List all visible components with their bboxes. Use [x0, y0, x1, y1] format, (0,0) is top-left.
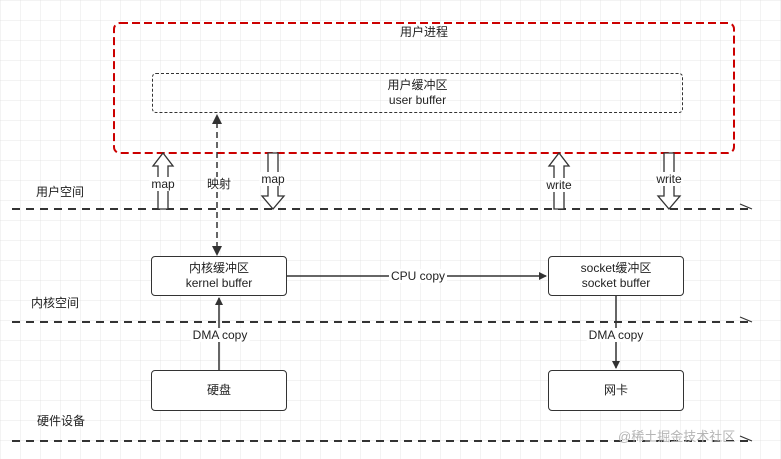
dma-copy-right-label: DMA copy: [586, 328, 646, 342]
write-up-label: write: [544, 178, 574, 192]
user-buffer-label-cn: 用户缓冲区: [387, 78, 448, 92]
disk-label: 硬盘: [206, 383, 231, 397]
cpu-copy-label: CPU copy: [388, 269, 448, 283]
socket-buffer-label-cn: socket缓冲区: [580, 261, 652, 275]
hardware-label: 硬件设备: [37, 414, 86, 428]
user-process-border: [113, 22, 735, 154]
hardware-divider: [12, 435, 753, 442]
user-space-divider: [12, 203, 753, 210]
user-process-title: 用户进程: [399, 25, 449, 39]
user-space-label: 用户空间: [36, 185, 85, 199]
kernel-space-divider: [12, 316, 753, 323]
kernel-buffer-label-en: kernel buffer: [185, 276, 253, 290]
map-up-label: map: [149, 177, 177, 191]
disk-box: 硬盘: [151, 370, 287, 411]
kernel-space-label: 内核空间: [31, 296, 80, 310]
kernel-buffer-label-cn: 内核缓冲区: [188, 261, 249, 275]
map-down-label: map: [259, 172, 287, 186]
socket-buffer-label-en: socket buffer: [581, 276, 651, 290]
write-down-label: write: [654, 172, 684, 186]
nic-label: 网卡: [603, 383, 628, 397]
nic-box: 网卡: [548, 370, 684, 411]
user-buffer-label-en: user buffer: [388, 93, 447, 107]
watermark-text: @稀土掘金技术社区: [618, 429, 736, 444]
mapping-label: 映射: [204, 177, 234, 191]
kernel-buffer-box: 内核缓冲区 kernel buffer: [151, 256, 287, 296]
user-buffer-box: 用户缓冲区 user buffer: [152, 73, 683, 113]
dma-copy-left-label: DMA copy: [190, 328, 250, 342]
socket-buffer-box: socket缓冲区 socket buffer: [548, 256, 684, 296]
